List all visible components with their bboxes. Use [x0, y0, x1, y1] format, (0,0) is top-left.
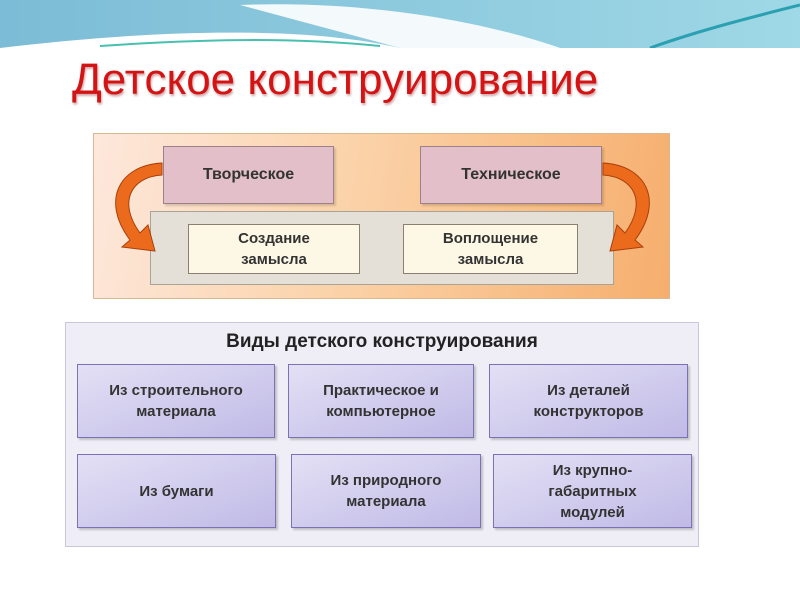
stage-idea-creation: Создание замысла	[188, 224, 360, 274]
kind-building-material: Из строительного материала	[77, 364, 275, 438]
type-creative: Творческое	[163, 146, 334, 204]
kinds-panel-title: Виды детского конструирования	[226, 331, 538, 352]
curved-arrow-right-icon	[602, 162, 650, 252]
kind-constructor-parts: Из деталей конструкторов	[489, 364, 688, 438]
slide-title: Детское конструирование	[72, 55, 599, 104]
kind-large-modules: Из крупно- габаритных модулей	[493, 454, 692, 528]
kind-practical-computer: Практическое и компьютерное	[288, 364, 474, 438]
kind-paper: Из бумаги	[77, 454, 276, 528]
header-wave-banner	[0, 0, 800, 48]
type-technical: Техническое	[420, 146, 602, 204]
curved-arrow-left-icon	[115, 162, 163, 252]
kind-natural-material: Из природного материала	[291, 454, 481, 528]
stage-idea-realization: Воплощение замысла	[403, 224, 578, 274]
